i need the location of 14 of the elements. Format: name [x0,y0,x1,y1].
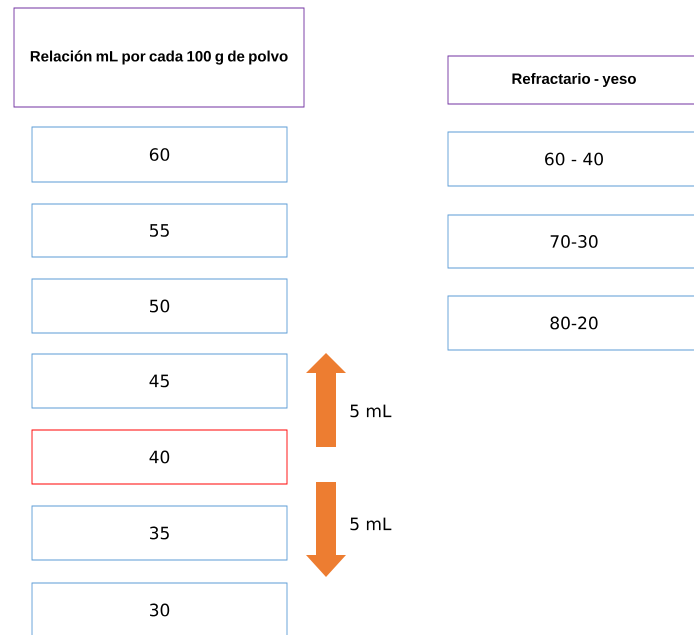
measure-label: 5 mL [350,404,392,418]
measure-label: 5 mL [350,518,392,530]
value-box: 50 [32,278,288,334]
value-box: 60 [32,126,288,182]
value-box: 30 [32,582,288,635]
value-box: 70-30 [448,214,694,268]
value-box: 80-20 [448,296,694,350]
header-box: Refractario - yeso [448,56,694,104]
value-box: 60 - 40 [448,132,694,186]
header-box: Relación mL por cada 100 g de polvo [14,8,304,108]
value-box: 40 [32,430,288,484]
value-box: 55 [32,204,288,258]
value-box: 45 [32,354,288,408]
value-box: 35 [32,506,288,560]
